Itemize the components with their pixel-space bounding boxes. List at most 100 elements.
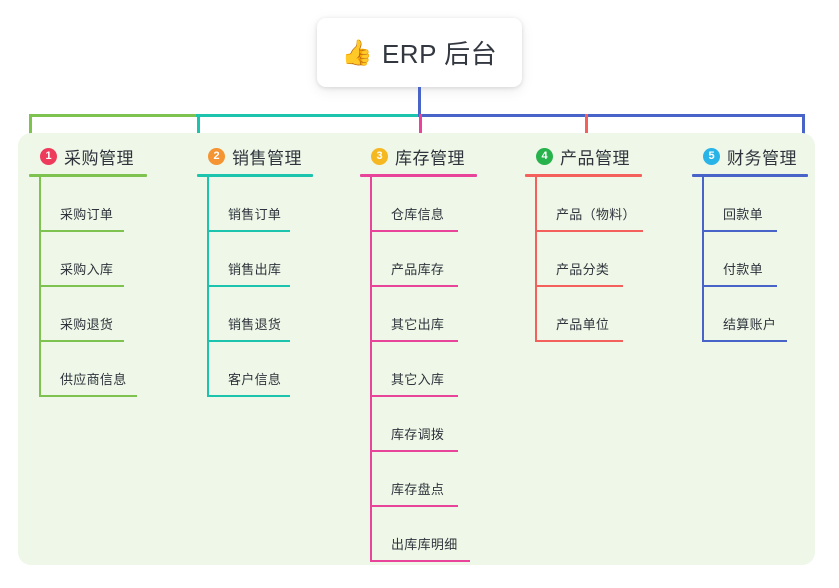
root-node-title: ERP 后台: [381, 39, 498, 69]
branch-item[interactable]: 供应商信息: [29, 342, 159, 397]
branch-item[interactable]: 产品库存: [360, 232, 490, 287]
branch-column-3[interactable]: 3 库存管理仓库信息产品库存其它出库其它入库库存调拨库存盘点出库库明细: [360, 143, 490, 562]
branch-spine-1: [39, 177, 41, 397]
branch-item[interactable]: 付款单: [692, 232, 822, 287]
branch-item-label: 仓库信息: [391, 207, 445, 222]
branch-item-rule: [39, 340, 124, 342]
branch-item[interactable]: 产品分类: [525, 232, 655, 287]
branch-item-label: 产品分类: [556, 262, 610, 277]
branch-item-label: 结算账户: [723, 317, 777, 332]
branch-item-list-1: 采购订单采购入库采购退货供应商信息: [29, 177, 159, 397]
branch-column-2[interactable]: 2 销售管理销售订单销售出库销售退货客户信息: [197, 143, 327, 397]
branch-item[interactable]: 回款单: [692, 177, 822, 232]
branches-panel: [18, 133, 815, 565]
branch-item-rule: [702, 230, 777, 232]
branch-title-3: 库存管理: [395, 148, 465, 168]
branch-item-label: 采购入库: [60, 262, 114, 277]
connector-bus-blue: [418, 114, 805, 117]
branch-item[interactable]: 产品单位: [525, 287, 655, 342]
branch-item-label: 产品（物料）: [556, 207, 636, 222]
branch-item-rule: [207, 285, 290, 287]
branch-item-rule: [207, 395, 290, 397]
branch-item-label: 客户信息: [228, 372, 282, 387]
branch-item-label: 库存调拨: [391, 427, 445, 442]
branch-header-1[interactable]: 1 采购管理: [29, 143, 159, 169]
branch-item-rule: [39, 230, 124, 232]
branch-header-2[interactable]: 2 销售管理: [197, 143, 327, 169]
branch-title-5: 财务管理: [727, 148, 797, 168]
connector-drop-5: [802, 114, 805, 140]
branch-header-3[interactable]: 3 库存管理: [360, 143, 490, 169]
branch-item-list-5: 回款单付款单结算账户: [692, 177, 822, 342]
connector-bus-teal: [196, 114, 420, 117]
branch-item[interactable]: 采购退货: [29, 287, 159, 342]
branch-column-1[interactable]: 1 采购管理采购订单采购入库采购退货供应商信息: [29, 143, 159, 397]
connector-trunk: [418, 87, 421, 116]
branch-item-rule: [702, 340, 787, 342]
branch-rule-5: [692, 174, 808, 177]
branch-item-rule: [207, 230, 290, 232]
branch-item-label: 采购订单: [60, 207, 114, 222]
branch-item-label: 销售退货: [228, 317, 282, 332]
branch-item[interactable]: 采购订单: [29, 177, 159, 232]
branch-item-label: 回款单: [723, 207, 763, 222]
connector-drop-4: [585, 114, 588, 140]
branch-item-rule: [370, 230, 458, 232]
branch-item-list-4: 产品（物料） 产品分类产品单位: [525, 177, 655, 342]
branch-item[interactable]: 出库库明细: [360, 507, 490, 562]
branch-item-rule: [370, 285, 458, 287]
branch-title-4: 产品管理: [560, 148, 630, 168]
branch-item[interactable]: 库存调拨: [360, 397, 490, 452]
branch-spine-4: [535, 177, 537, 342]
branch-item[interactable]: 销售退货: [197, 287, 327, 342]
branch-item-label: 产品库存: [391, 262, 445, 277]
branch-item-rule: [207, 340, 290, 342]
branch-item-rule: [370, 395, 458, 397]
branch-item-rule: [535, 285, 623, 287]
branch-item-label: 销售出库: [228, 262, 282, 277]
branch-item[interactable]: 结算账户: [692, 287, 822, 342]
branch-item[interactable]: 仓库信息: [360, 177, 490, 232]
branch-rule-2: [197, 174, 313, 177]
branch-item[interactable]: 库存盘点: [360, 452, 490, 507]
branch-badge-2: 2: [208, 147, 225, 165]
branch-item[interactable]: 其它入库: [360, 342, 490, 397]
branch-title-2: 销售管理: [232, 148, 302, 168]
branch-item-rule: [39, 285, 124, 287]
branch-badge-1: 1: [40, 147, 57, 165]
root-node-erp-backend[interactable]: 👍 ERP 后台: [317, 18, 522, 87]
branch-item-label: 付款单: [723, 262, 763, 277]
branch-item-label: 库存盘点: [391, 482, 445, 497]
branch-item-label: 出库库明细: [391, 537, 458, 552]
branch-item-rule: [39, 395, 137, 397]
branch-title-1: 采购管理: [64, 148, 134, 168]
branch-item[interactable]: 采购入库: [29, 232, 159, 287]
branch-item[interactable]: 销售订单: [197, 177, 327, 232]
branch-rule-1: [29, 174, 147, 177]
branch-item[interactable]: 产品（物料）: [525, 177, 655, 232]
branch-item-rule: [370, 560, 470, 562]
connector-drop-3: [419, 114, 422, 140]
branch-item-rule: [702, 285, 777, 287]
branch-item[interactable]: 销售出库: [197, 232, 327, 287]
branch-badge-3: 3: [371, 147, 388, 165]
branch-item-rule: [370, 450, 458, 452]
branch-item-label: 产品单位: [556, 317, 610, 332]
connector-bus-green: [29, 114, 201, 117]
branch-item-label: 其它出库: [391, 317, 445, 332]
branch-item-label: 供应商信息: [60, 372, 127, 387]
branch-item[interactable]: 其它出库: [360, 287, 490, 342]
branch-item-list-2: 销售订单销售出库销售退货客户信息: [197, 177, 327, 397]
connector-drop-2: [197, 114, 200, 140]
branch-item-rule: [370, 340, 458, 342]
branch-item-label: 销售订单: [228, 207, 282, 222]
branch-rule-3: [360, 174, 477, 177]
branch-item-label: 采购退货: [60, 317, 114, 332]
branch-item[interactable]: 客户信息: [197, 342, 327, 397]
branch-item-list-3: 仓库信息产品库存其它出库其它入库库存调拨库存盘点出库库明细: [360, 177, 490, 562]
